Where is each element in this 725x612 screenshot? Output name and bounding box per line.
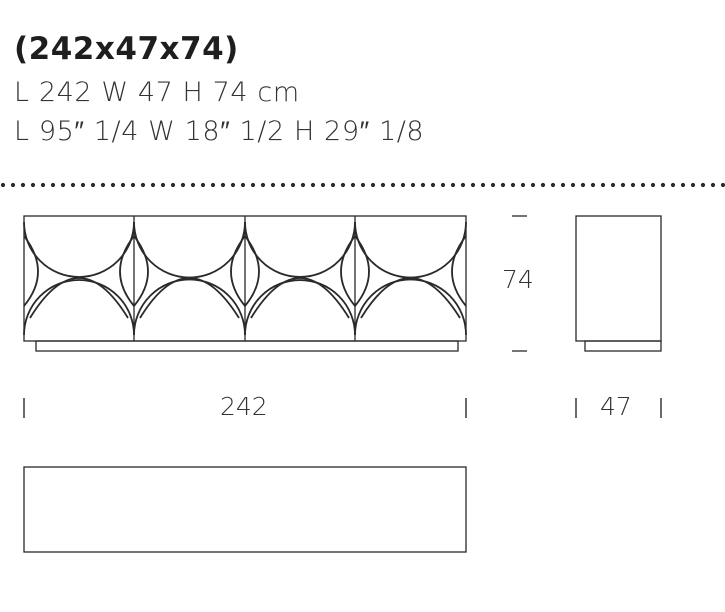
door-2-bottom-arc <box>133 278 246 336</box>
height-label: 74 <box>502 265 534 294</box>
lens-piece <box>451 235 467 307</box>
dimensions-cm: L 242 W 47 H 74 cm <box>14 77 300 108</box>
top-view <box>23 466 467 553</box>
length-label: 242 <box>220 392 268 421</box>
dimensions-inches: L 95″ 1/4 W 18″ 1/2 H 29″ 1/8 <box>14 116 425 147</box>
side-plinth <box>584 340 662 352</box>
lens-piece <box>23 235 39 307</box>
door-1-bottom-arc <box>23 279 135 336</box>
depth-label: 47 <box>600 392 632 421</box>
door-2-middle-arc <box>139 277 240 319</box>
door-3-top-arc <box>244 221 356 278</box>
lens-piece <box>133 235 149 307</box>
lens-piece <box>354 235 370 307</box>
door-1-middle-arc <box>29 277 129 319</box>
dotted-separator <box>0 182 725 188</box>
door-4-middle-arc <box>360 277 461 319</box>
front-view <box>23 215 467 352</box>
door-arc-pattern <box>23 221 467 336</box>
door-3-middle-arc <box>250 277 350 319</box>
dimension-ticks <box>23 398 662 418</box>
side-view <box>575 215 662 352</box>
door-4-bottom-arc <box>354 278 467 336</box>
door-1-top-arc <box>23 221 135 278</box>
door-3-bottom-arc <box>244 279 356 336</box>
lens-piece <box>244 235 260 307</box>
door-4-top-arc <box>354 221 467 279</box>
front-plinth <box>35 340 459 352</box>
lens-piece <box>119 235 135 307</box>
lens-piece <box>340 235 356 307</box>
height-dimension <box>512 215 527 352</box>
product-title: (242x47x74) <box>14 31 239 67</box>
side-cabinet-body <box>575 215 662 342</box>
lens-piece <box>230 235 246 307</box>
door-2-top-arc <box>133 221 246 279</box>
